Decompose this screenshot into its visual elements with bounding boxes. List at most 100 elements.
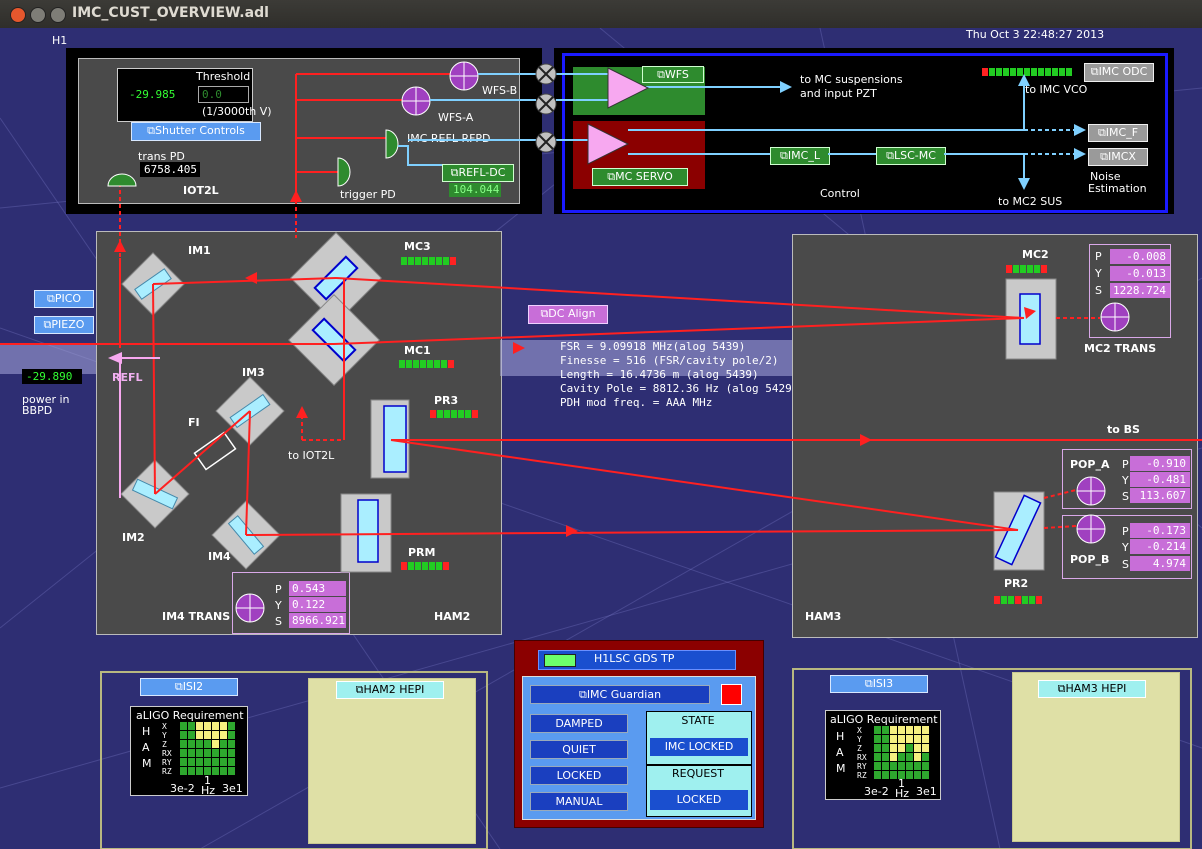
ham2-hepi-area	[308, 678, 476, 844]
pop-b-panel	[1062, 515, 1192, 579]
mc1-label: MC1	[404, 344, 431, 357]
refl-dc-button[interactable]: ⧉REFL-DC	[442, 164, 514, 182]
ham3-hepi-button[interactable]: ⧉HAM3 HEPI	[1038, 680, 1146, 698]
dc-align-button[interactable]: ⧉DC Align	[528, 305, 608, 324]
pop-a-s-label: S	[1122, 490, 1129, 503]
length-text: Length = 16.4736 m (alog 5439)	[560, 368, 759, 381]
pop-a-s-value: 113.607	[1130, 488, 1190, 503]
locked-button[interactable]: LOCKED	[530, 766, 628, 785]
manual-button[interactable]: MANUAL	[530, 792, 628, 811]
prm-optic[interactable]	[340, 493, 392, 573]
trigger-pd-icon[interactable]	[337, 157, 351, 187]
requirement-cell	[874, 762, 881, 770]
requirement-cell	[220, 749, 227, 757]
imc-f-button[interactable]: ⧉IMC_F	[1088, 124, 1148, 142]
lsc-mc-button[interactable]: ⧉LSC-MC	[876, 147, 946, 165]
power-bbpd-value: -29.890	[22, 369, 82, 384]
mc2-y-label: Y	[1095, 267, 1102, 280]
pop-b-qpd-icon[interactable]	[1076, 514, 1106, 544]
im4-s-value: 8966.921	[289, 613, 346, 628]
piezo-button[interactable]: ⧉PIEZO	[34, 316, 94, 334]
isi2-dof-rx: RX	[162, 749, 172, 758]
requirement-cell	[906, 771, 913, 779]
pico-button[interactable]: ⧉PICO	[34, 290, 94, 308]
pr3-led-bar	[430, 410, 479, 418]
mc-servo-label: MC SERVO	[615, 170, 673, 183]
imc-l-button[interactable]: ⧉IMC_L	[770, 147, 830, 165]
damped-button[interactable]: DAMPED	[530, 714, 628, 733]
mc3-led-bar	[401, 257, 457, 265]
request-value[interactable]: LOCKED	[650, 790, 748, 810]
wfs-a-head-icon[interactable]	[401, 86, 431, 116]
state-label: STATE	[681, 714, 715, 727]
pop-b-p-label: P	[1122, 525, 1129, 538]
refl-rfpd-icon[interactable]	[385, 129, 399, 159]
mc2-trans-label: MC2 TRANS	[1084, 342, 1157, 355]
im3-label: IM3	[242, 366, 265, 379]
requirement-cell	[898, 753, 905, 761]
mc2-trans-qpd-icon[interactable]	[1100, 302, 1130, 332]
refl-dc-value: 104.044	[449, 183, 501, 197]
isi2-dof-rz: RZ	[162, 767, 172, 776]
requirement-cell	[212, 758, 219, 766]
requirement-cell	[874, 753, 881, 761]
close-window-icon[interactable]	[10, 7, 26, 23]
isi3-button[interactable]: ⧉ISI3	[830, 675, 928, 693]
ham2-hepi-button[interactable]: ⧉HAM2 HEPI	[336, 681, 444, 699]
isi3-ham-m: M	[836, 762, 846, 775]
imc-odc-button[interactable]: ⧉IMC ODC	[1084, 63, 1154, 82]
main-canvas: H1 Thu Oct 3 22:48:27 2013 Threshold -29…	[0, 28, 1202, 849]
mc1-optic[interactable]	[288, 294, 380, 386]
mc-servo-amplifier-icon	[587, 123, 630, 165]
pr3-label: PR3	[434, 394, 459, 407]
threshold-panel	[117, 68, 253, 122]
isi3-x-lo: 3e-2	[864, 785, 889, 798]
requirement-cell	[890, 726, 897, 734]
refl-rfpd-label: IMC REFL RFPD	[407, 132, 491, 145]
isi2-ham-m: M	[142, 757, 152, 770]
isi2-button[interactable]: ⧉ISI2	[140, 678, 238, 696]
requirement-cell	[180, 740, 187, 748]
fi-optic[interactable]	[193, 431, 237, 471]
im4-trans-label: IM4 TRANS	[162, 610, 231, 623]
trans-pd-icon[interactable]	[107, 173, 137, 187]
wfs-button[interactable]: ⧉WFS	[642, 66, 704, 83]
pop-a-p-label: P	[1122, 458, 1129, 471]
shutter-controls-button[interactable]: ⧉Shutter Controls	[131, 122, 261, 141]
mc2-y-value: -0.013	[1110, 266, 1170, 281]
im4-trans-qpd-icon[interactable]	[235, 593, 265, 623]
maximize-window-icon[interactable]	[50, 7, 66, 23]
ham2-hepi-label: HAM2 HEPI	[363, 683, 425, 696]
requirement-cell	[228, 767, 235, 775]
imc-l-label: IMC_L	[787, 149, 820, 162]
pr2-label: PR2	[1004, 577, 1029, 590]
noise-label: Noise	[1090, 170, 1121, 183]
mc-servo-button[interactable]: ⧉MC SERVO	[592, 168, 688, 186]
pop-a-qpd-icon[interactable]	[1076, 476, 1106, 506]
isi2-x-mid: 1	[204, 774, 211, 787]
pop-b-label: POP_B	[1070, 553, 1110, 566]
dc-align-label: DC Align	[548, 307, 596, 320]
fsr-text: FSR = 9.09918 MHz(alog 5439)	[560, 340, 746, 353]
pop-a-panel	[1062, 449, 1192, 509]
im4-p-label: P	[275, 583, 282, 596]
requirement-cell	[212, 722, 219, 730]
imc-odc-led-bar	[982, 68, 1073, 76]
requirement-cell	[204, 749, 211, 757]
threshold-input[interactable]: 0.0	[198, 86, 249, 103]
quiet-button[interactable]: QUIET	[530, 740, 628, 759]
wfs-b-head-icon[interactable]	[449, 61, 479, 91]
requirement-cell	[180, 767, 187, 775]
requirement-cell	[906, 726, 913, 734]
imcx-button[interactable]: ⧉IMCX	[1088, 148, 1148, 166]
isi3-dof-rx: RX	[857, 753, 867, 762]
iot2l-readout: -29.985	[129, 88, 176, 101]
imc-guardian-button[interactable]: ⧉IMC Guardian	[530, 685, 710, 704]
requirement-cell	[914, 744, 921, 752]
im4-p-value: 0.543	[289, 581, 346, 596]
requirement-cell	[882, 744, 889, 752]
minimize-window-icon[interactable]	[30, 7, 46, 23]
imc-guardian-label: IMC Guardian	[586, 688, 662, 701]
prm-led-bar	[401, 562, 450, 570]
